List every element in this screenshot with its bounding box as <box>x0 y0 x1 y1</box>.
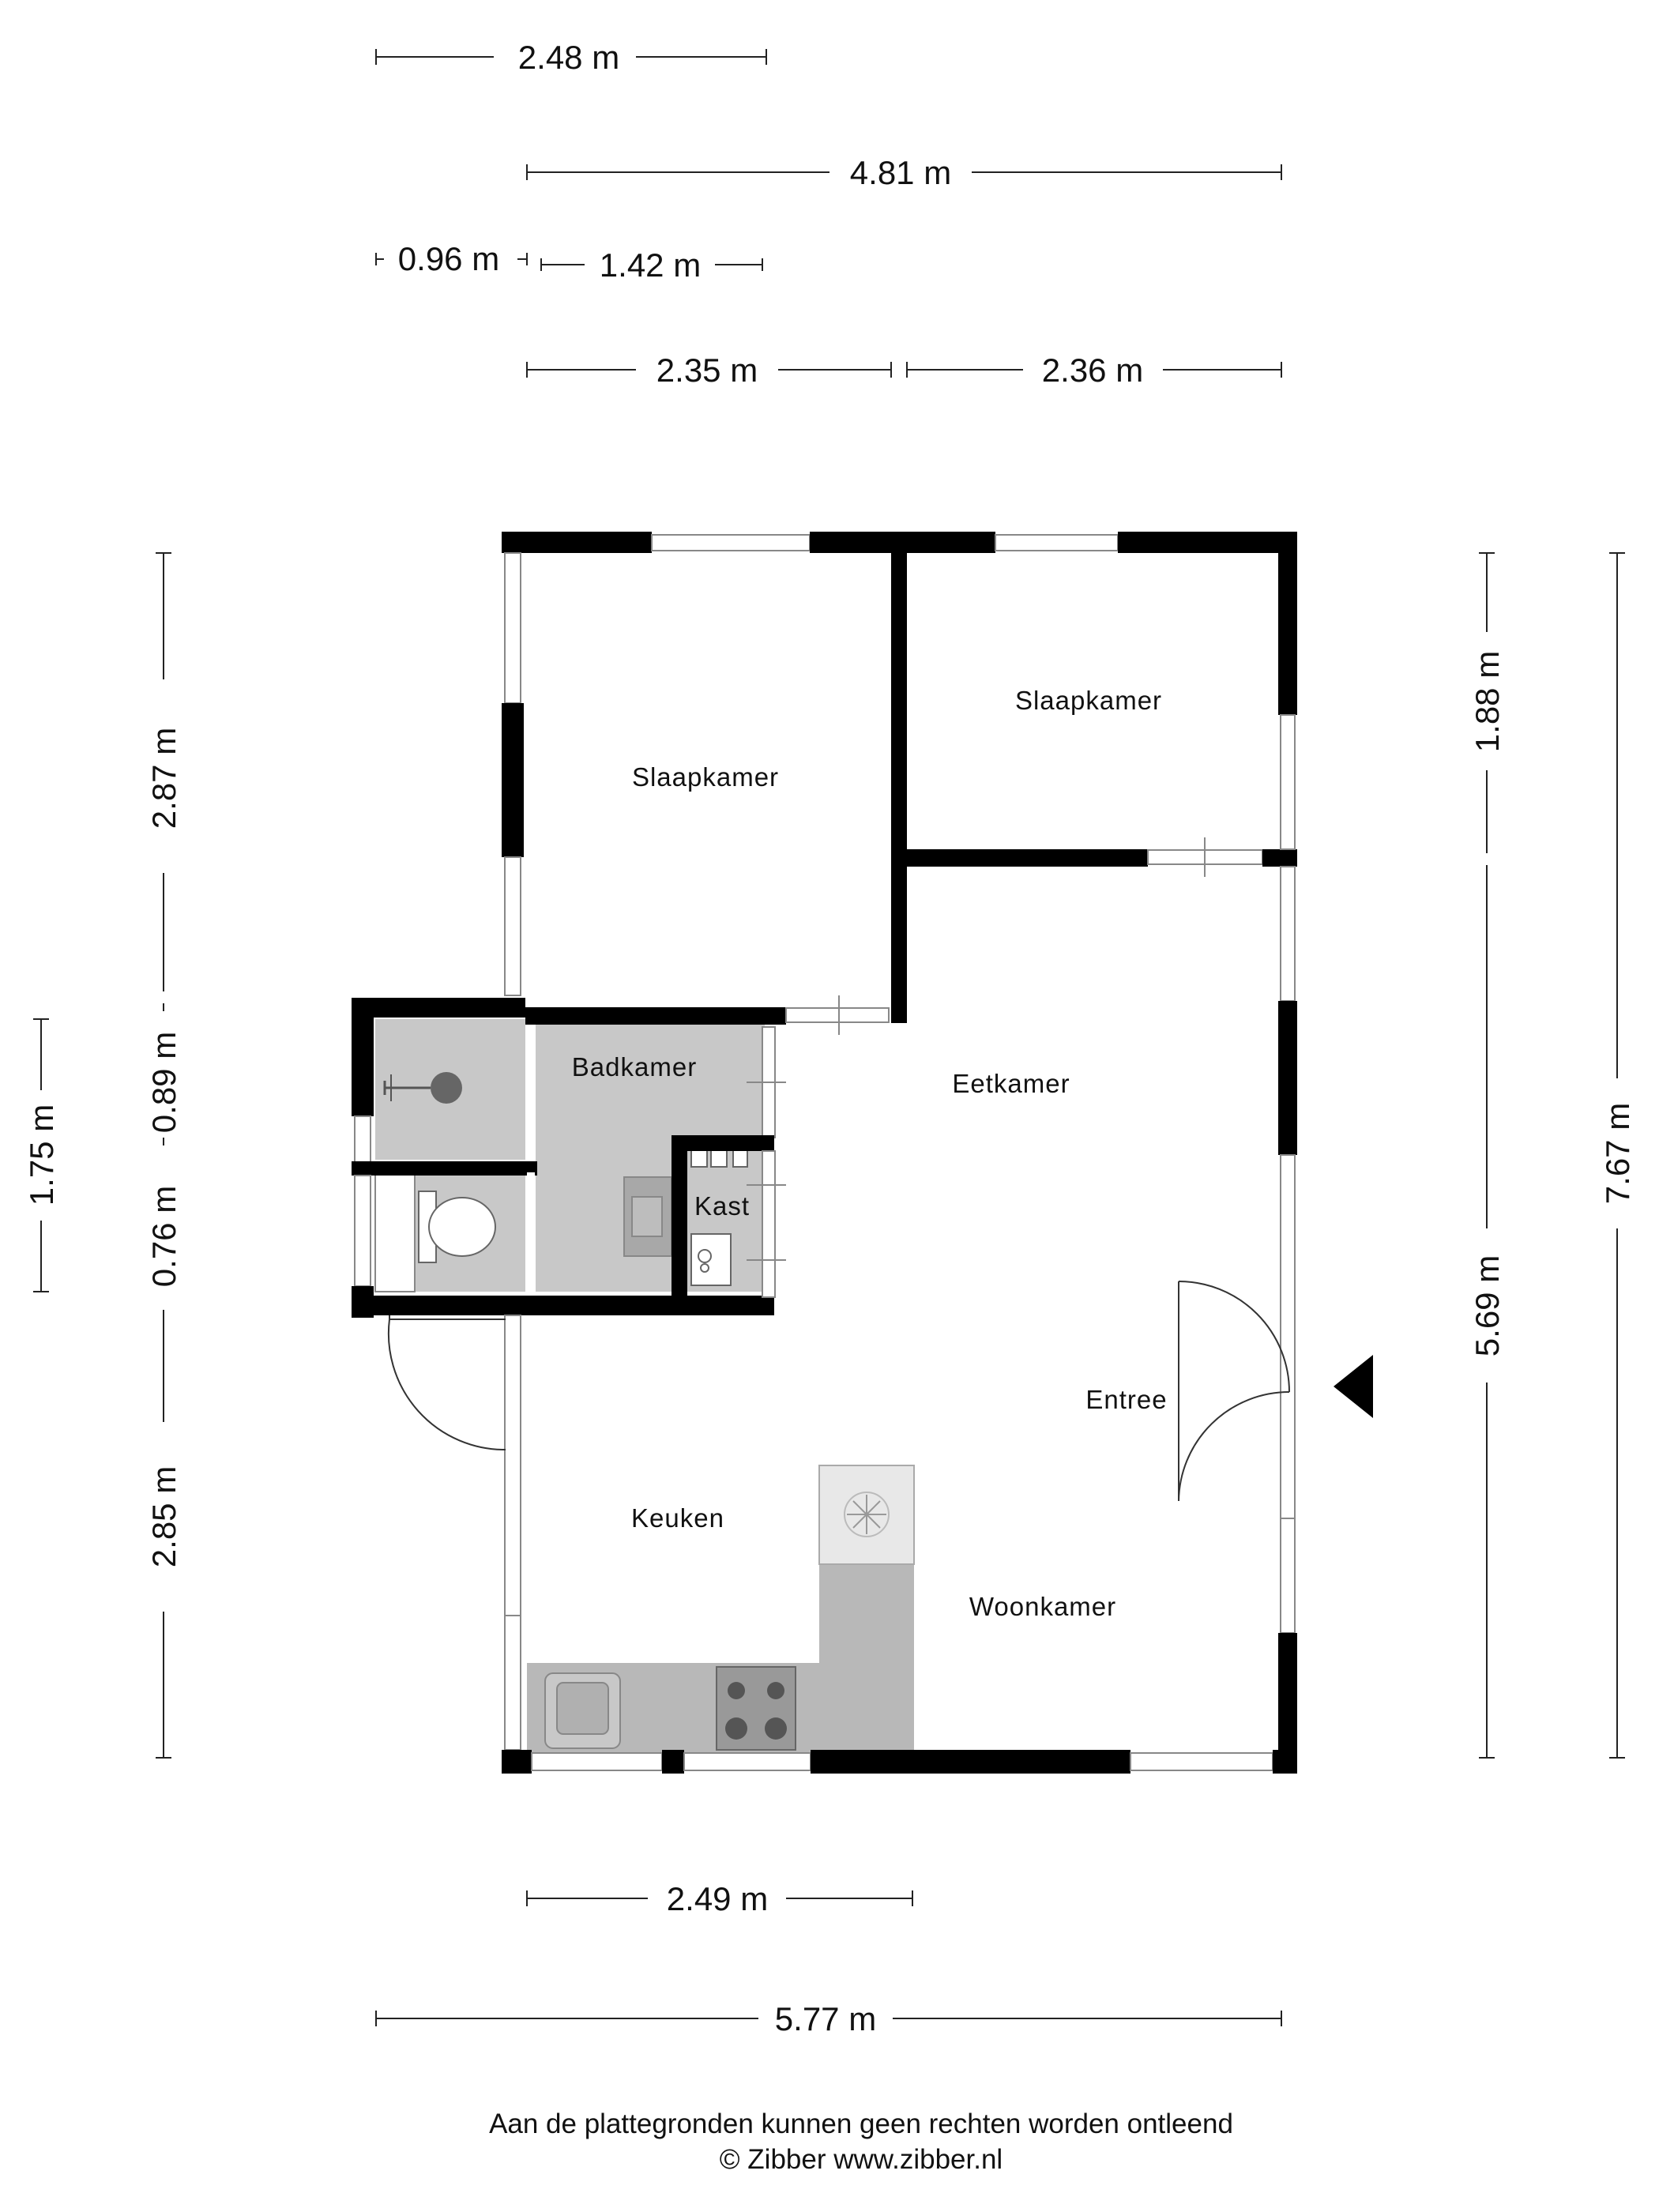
dim-right-inner-top: 1.88 m <box>1469 651 1506 752</box>
dim-top-2: 4.81 m <box>850 154 951 191</box>
doors <box>387 1281 1290 1502</box>
dim-left-mid-a: 0.89 m <box>145 1032 182 1133</box>
top-dimensions: 2.48 m 4.81 m 0.96 m 1.42 m 2.35 m 2.36 … <box>375 39 1282 389</box>
washbasin-icon <box>623 1176 672 1257</box>
room-label-woonkamer: Woonkamer <box>969 1592 1116 1621</box>
room-label-keuken: Keuken <box>631 1503 724 1533</box>
room-label-slaapkamer-2: Slaapkamer <box>1015 686 1162 715</box>
room-label-kast: Kast <box>694 1191 750 1221</box>
dim-top-1: 2.48 m <box>518 39 619 76</box>
shower-icon <box>383 1072 462 1104</box>
entrance-arrow-icon <box>1334 1355 1373 1418</box>
room-label-badkamer: Badkamer <box>572 1052 697 1082</box>
dim-left-upper: 2.87 m <box>145 728 182 829</box>
room-label-slaapkamer-1: Slaapkamer <box>632 762 779 792</box>
bottom-dimensions: 2.49 m 5.77 m <box>375 1880 1282 2037</box>
stove-icon <box>716 1666 796 1751</box>
dim-left-outer: 1.75 m <box>23 1104 60 1206</box>
dim-right-inner-bottom: 5.69 m <box>1469 1255 1506 1356</box>
washing-machine-icon <box>690 1233 732 1286</box>
dim-left-lower: 2.85 m <box>145 1466 182 1567</box>
footer-disclaimer: Aan de plattegronden kunnen geen rechten… <box>489 2109 1233 2139</box>
footer-copyright: © Zibber www.zibber.nl <box>720 2144 1003 2175</box>
room-label-eetkamer: Eetkamer <box>952 1069 1070 1098</box>
dim-top-3b: 1.42 m <box>600 246 701 284</box>
dim-top-3a: 0.96 m <box>398 240 499 277</box>
dim-top-4a: 2.35 m <box>656 352 758 389</box>
room-labels: Slaapkamer Slaapkamer Badkamer Kast Eetk… <box>572 686 1167 1621</box>
fan-icon <box>844 1492 890 1537</box>
toilet-icon <box>418 1191 496 1263</box>
dim-bottom-1: 2.49 m <box>667 1880 768 1917</box>
left-dimensions: 2.87 m 0.89 m 0.76 m 2.85 m 1.75 m <box>23 552 182 1759</box>
dim-bottom-2: 5.77 m <box>775 2000 876 2037</box>
sink-icon <box>544 1672 621 1749</box>
dim-left-mid-b: 0.76 m <box>145 1186 182 1287</box>
dim-top-4b: 2.36 m <box>1042 352 1143 389</box>
walls <box>352 532 1297 1774</box>
right-dimensions: 1.88 m 5.69 m 7.67 m <box>1469 552 1636 1759</box>
dim-right-outer: 7.67 m <box>1599 1103 1636 1204</box>
shelf-items-icon <box>690 1149 748 1168</box>
room-label-entree: Entree <box>1085 1385 1167 1414</box>
